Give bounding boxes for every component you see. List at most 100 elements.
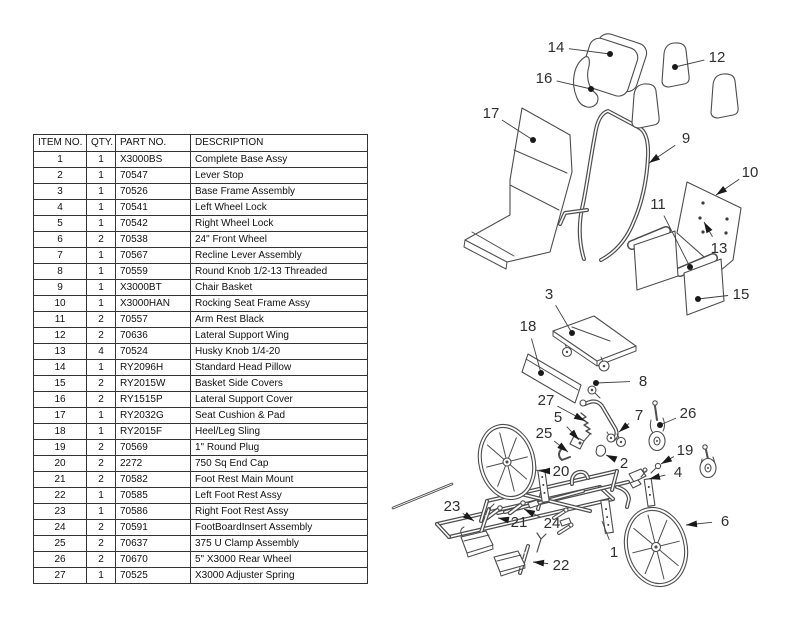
callout-label: 25 — [536, 425, 553, 442]
callout-leader — [674, 59, 705, 68]
part-lateral-support-cover-2 — [631, 83, 660, 129]
callout-label: 4 — [674, 464, 682, 481]
callout-label: 23 — [444, 498, 461, 515]
cell-description: X3000 Adjuster Spring — [190, 567, 368, 584]
callout-dot — [687, 264, 693, 270]
table-row: 15 2 RY2015W Basket Side Covers — [33, 375, 368, 392]
callout-label: 11 — [650, 196, 666, 213]
callout-label: 22 — [553, 557, 570, 574]
table-row: 5 1 70542 Right Wheel Lock — [33, 215, 368, 232]
part-arm-rest-2 — [675, 253, 718, 277]
part-chair-basket-frame — [558, 109, 651, 262]
part-seat-cushion — [463, 107, 573, 270]
callout-arrow — [573, 412, 585, 421]
part-adjuster-spring — [580, 412, 592, 435]
part-wheel-lock-left — [628, 467, 648, 489]
callout-label: 17 — [483, 105, 500, 122]
callout-arrow — [661, 455, 673, 464]
callout-leader — [501, 119, 534, 141]
cell-part-no: 70525 — [115, 567, 191, 584]
part-foot-rest-left — [493, 544, 530, 577]
callout-label: 27 — [538, 392, 555, 409]
callout-arrow — [686, 520, 698, 528]
callout-label: 15 — [733, 286, 750, 303]
part-front-wheel-right — [623, 506, 689, 588]
part-lateral-support-cover — [573, 56, 599, 108]
callout-arrow — [704, 222, 713, 234]
parts-table-body: 1 1 X3000BS Complete Base Assy 2 1 70547… — [33, 151, 368, 584]
callout-leader — [531, 338, 542, 374]
table-row: 8 1 70559 Round Knob 1/2-13 Threaded — [33, 263, 368, 280]
table-row: 7 1 70567 Recline Lever Assembly — [33, 247, 368, 264]
table-header-row: ITEM NO. QTY. PART NO. DESCRIPTION — [33, 134, 368, 152]
part-recline-lever — [579, 399, 627, 448]
table-row: 26 2 70670 5" X3000 Rear Wheel — [33, 551, 368, 568]
callout-label: 10 — [742, 164, 759, 181]
table-row: 16 2 RY1515P Lateral Support Cover — [33, 391, 368, 408]
callout-label: 9 — [682, 130, 690, 147]
part-front-wheel-left — [477, 423, 537, 501]
table-row: 23 1 70586 Right Foot Rest Assy — [33, 503, 368, 520]
part-footboard-insert-2 — [557, 522, 574, 535]
part-footboard-insert-1 — [507, 500, 526, 516]
callout-leader — [601, 520, 610, 541]
callout-dot — [607, 51, 613, 57]
callout-dot — [672, 64, 678, 70]
callout-arrow — [557, 442, 568, 452]
callout-arrow — [649, 154, 661, 163]
callout-dot — [695, 296, 701, 302]
callout-leader — [556, 80, 592, 90]
callout-arrow — [524, 509, 536, 517]
callout-arrow — [606, 455, 618, 463]
table-row: 18 1 RY2015F Heel/Leg Sling — [33, 423, 368, 440]
part-foot-rest-mount-1 — [484, 505, 503, 521]
callout-leader — [568, 48, 611, 55]
callout-dot — [588, 86, 594, 92]
callout-dot — [569, 330, 575, 336]
callout-label: 13 — [711, 240, 728, 257]
callout-dot — [530, 137, 536, 143]
part-foot-rest-mount-2 — [552, 507, 569, 520]
part-caster-2 — [699, 444, 717, 479]
part-rocking-seat-frame — [676, 181, 742, 272]
part-round-knob — [587, 385, 601, 399]
part-arm-rest-1 — [627, 226, 671, 250]
part-head-pillow — [579, 33, 648, 97]
callout-label: 8 — [639, 373, 647, 390]
table-row: 11 2 70557 Arm Rest Black — [33, 311, 368, 328]
callout-label: 24 — [544, 515, 561, 532]
part-u-clamp — [558, 447, 571, 461]
callout-label: 20 — [553, 463, 570, 480]
callout-arrow — [649, 473, 661, 480]
callout-dot — [593, 380, 599, 386]
part-wheel-lock-right — [569, 433, 591, 450]
callout-arrow — [619, 422, 630, 432]
part-lever-stop — [595, 444, 607, 457]
part-basket-side-cover-2 — [683, 258, 725, 316]
callout-leader — [697, 295, 729, 300]
part-round-plug — [650, 462, 662, 474]
callout-arrow — [716, 186, 728, 195]
part-hanger-bracket — [536, 532, 547, 553]
callout-dot — [538, 370, 544, 376]
callout-label: 21 — [511, 514, 528, 531]
table-row: 1 1 X3000BS Complete Base Assy — [33, 151, 368, 168]
part-heel-leg-sling — [521, 353, 582, 404]
part-foot-rest-right — [460, 503, 495, 558]
part-lateral-support-wing-2 — [710, 73, 739, 119]
callout-label: 26 — [680, 405, 697, 422]
callout-dot — [657, 422, 663, 428]
callout-label: 3 — [545, 286, 553, 303]
cell-qty: 1 — [86, 567, 116, 584]
table-row: 27 1 70525 X3000 Adjuster Spring — [33, 567, 368, 584]
callout-label: 1 — [610, 544, 618, 561]
part-basket-side-cover-1 — [633, 230, 679, 291]
callout-label: 19 — [677, 442, 694, 459]
callout-arrow — [498, 516, 510, 524]
callout-label: 12 — [709, 49, 726, 66]
callout-arrow — [569, 429, 579, 440]
callout-leader — [595, 381, 631, 384]
